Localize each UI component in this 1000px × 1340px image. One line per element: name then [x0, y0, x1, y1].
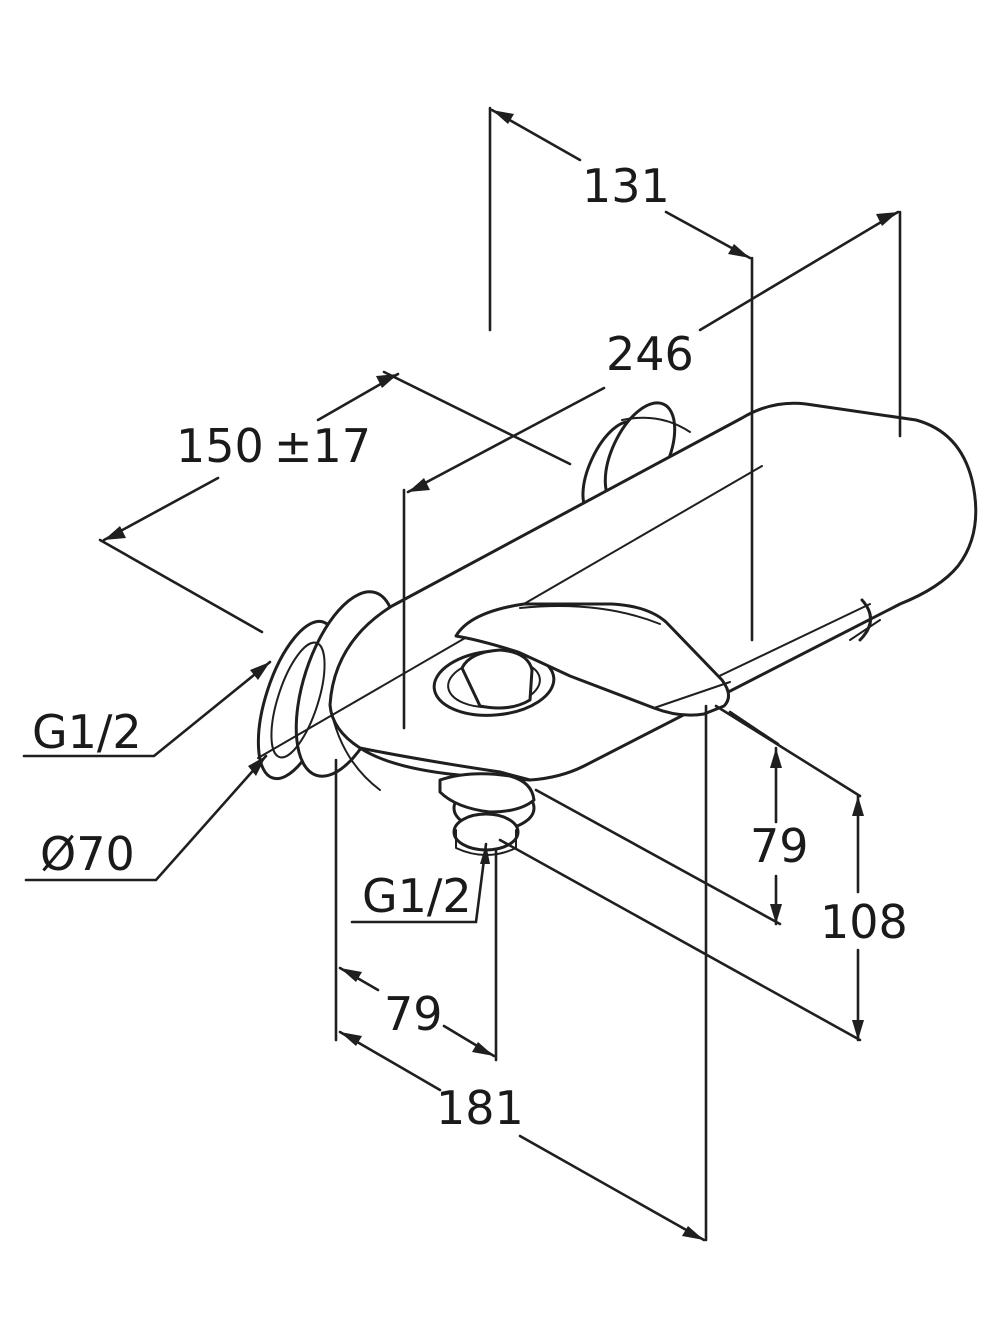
dim-150-label: 150 [176, 419, 264, 473]
dim-108-label: 108 [820, 895, 908, 949]
outlet-nozzle [438, 772, 536, 856]
dim-181-label: 181 [436, 1081, 524, 1135]
diameter-70-label: Ø70 [40, 827, 135, 881]
dim-131-label: 131 [582, 159, 670, 213]
faucet-drawing [256, 401, 978, 856]
dim-79-right-label: 79 [750, 819, 809, 873]
dimension-labels: 131 246 150 ±17 G1/2 Ø70 G1/2 79 108 79 … [32, 159, 908, 1135]
thread-left-label: G1/2 [32, 705, 142, 759]
dim-79-bottom-label: 79 [384, 987, 443, 1041]
lever-handle [454, 602, 730, 717]
dimension-lines [102, 108, 900, 1242]
dim-246-label: 246 [606, 327, 694, 381]
leader-lines [22, 660, 490, 924]
extension-lines [98, 106, 902, 1242]
cartridge-knob [432, 648, 556, 717]
tolerance-label: ±17 [274, 419, 371, 473]
thread-bottom-label: G1/2 [362, 869, 472, 923]
